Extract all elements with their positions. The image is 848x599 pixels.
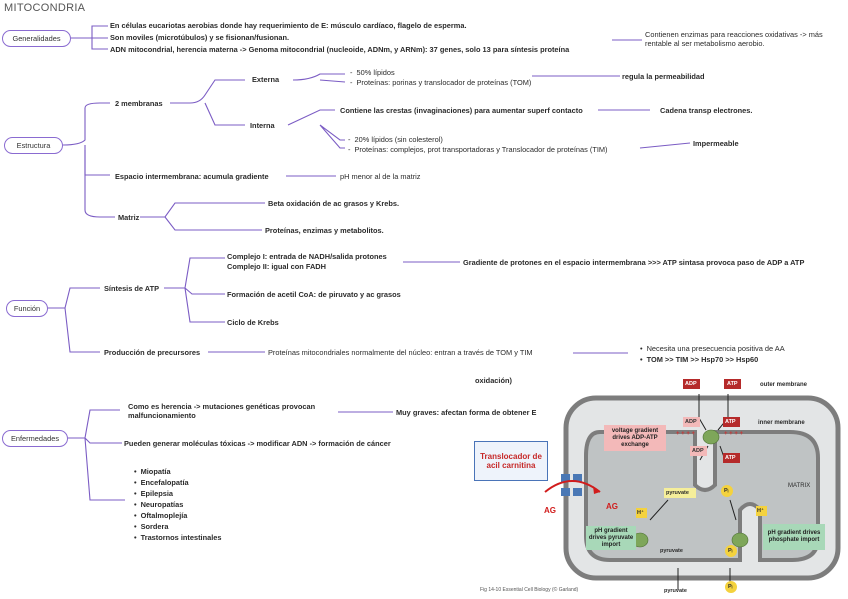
enf-toxicas: Pueden generar moléculas tóxicas -> modi… [124,439,391,448]
plus-signs-left: + + + + [676,431,696,437]
atp-matrix: ATP [725,455,736,461]
espacio-label: Espacio intermembrana: acumula gradiente [115,172,269,181]
disease-item: Miopatía [134,467,171,476]
h-marker-left: H⁺ [637,510,644,516]
externa-label: Externa [252,75,280,84]
precursores-item-1: Necesita una presecuencia positiva de AA [640,344,785,353]
voltage-gradient-box: voltage gradient drives ADP-ATP exchange [604,425,666,451]
pi-marker-2: Pᵢ [728,548,733,554]
krebs: Ciclo de Krebs [227,318,279,327]
acetil-coa: Formación de acetil CoA: de piruvato y a… [227,290,401,299]
ag-label-right: AG [606,502,618,511]
disease-item: Oftalmoplejía [134,511,188,520]
externa-item-2: Proteínas: porinas y translocador de pro… [350,78,531,87]
ph-gradient-right-box: pH gradient drives phosphate import [763,524,825,550]
molecule-markers [636,379,767,593]
precursores-item-2: TOM >> TIM >> Hsp70 >> Hsp60 [640,355,759,364]
externa-note: regula la permeabilidad [622,72,705,81]
ph-gradient-left-box: pH gradient drives pyruvate import [586,526,636,550]
generalidades-line-1: En células eucariotas aerobias donde hay… [110,21,467,30]
node-estructura[interactable]: Estructura [4,137,63,154]
h-marker-right: H⁺ [757,508,764,514]
disease-item: Epilepsia [134,489,173,498]
complejo-2: Complejo II: igual con FADH [227,262,326,271]
green-transporters [631,429,749,548]
membranas-label: 2 membranas [115,99,163,108]
interna-item-2: Proteínas: complejos, prot transportador… [348,145,607,154]
atp-top: ATP [727,381,738,387]
matriz-item-1: Beta oxidación de ac grasos y Krebs. [268,199,400,208]
generalidades-line-2: Son moviles (microtúbulos) y se fisionan… [110,33,290,42]
disease-item: Trastornos intestinales [134,533,222,542]
pyruvate-space: pyruvate [660,548,683,554]
pyruvate-outside: pyruvate [664,588,687,594]
pyruvate-matrix: pyruvate [666,490,689,496]
disease-item: Neuropatías [134,500,184,509]
gradiente-note: Gradiente de protones en el espacio inte… [463,258,805,267]
ag-label-left: AG [544,506,556,515]
atp-mid: ATP [725,419,736,425]
adp-top: ADP [685,381,697,387]
externa-item-1: 50% lípidos [350,68,394,77]
espacio-note: pH menor al de la matriz [340,172,421,181]
outer-membrane-label: outer membrane [760,382,808,388]
adp-matrix: ADP [692,448,704,454]
matrix-label: MATRIX [788,483,811,489]
adp-mid: ADP [685,419,697,425]
generalidades-line-3: ADN mitocondrial, herencia materna -> Ge… [110,45,570,54]
plus-signs-right: + + + + [724,431,744,437]
node-funcion[interactable]: Función [6,300,48,317]
matriz-label: Matriz [118,213,140,222]
interna-item-1: 20% lípidos (sin colesterol) [348,135,442,144]
pi-marker-3: Pᵢ [728,584,733,590]
node-enfermedades[interactable]: Enfermedades [2,430,68,447]
sintesis-label: Síntesis de ATP [104,284,160,293]
enf-herencia-note: Muy graves: afectan forma de obtener E [396,408,537,417]
page-title: MITOCONDRIA [4,2,86,14]
disease-item: Encefalopatía [134,478,189,487]
matriz-item-2: Proteínas, enzimas y metabolitos. [265,226,384,235]
interna-note: Impermeable [693,139,739,148]
pi-marker-1: Pᵢ [724,488,729,494]
interna-label: Interna [250,121,275,130]
disease-item: Sordera [134,522,169,531]
inner-membrane-label: inner membrane [758,420,805,426]
cut-off-text: oxidación) [475,376,512,385]
translocador-box: Translocador de acil carnitina [474,441,548,481]
generalidades-side-note: Contienen enzimas para reacciones oxidat… [645,30,823,48]
complejo-1: Complejo I: entrada de NADH/salida proto… [227,252,387,261]
interna-crestas-note: Cadena transp electrones. [660,106,753,115]
enf-herencia: Como es herencia -> mutaciones genéticas… [128,402,316,420]
node-generalidades[interactable]: Generalidades [2,30,71,47]
interna-crestas: Contiene las crestas (invaginaciones) pa… [340,106,583,115]
acyl-carnitine-transporter [561,474,582,496]
figure-caption: Fig 14-10 Essential Cell Biology (© Garl… [480,587,579,593]
precursores-label: Producción de precursores [104,348,201,357]
precursores-note: Proteínas mitocondriales normalmente del… [268,348,533,357]
